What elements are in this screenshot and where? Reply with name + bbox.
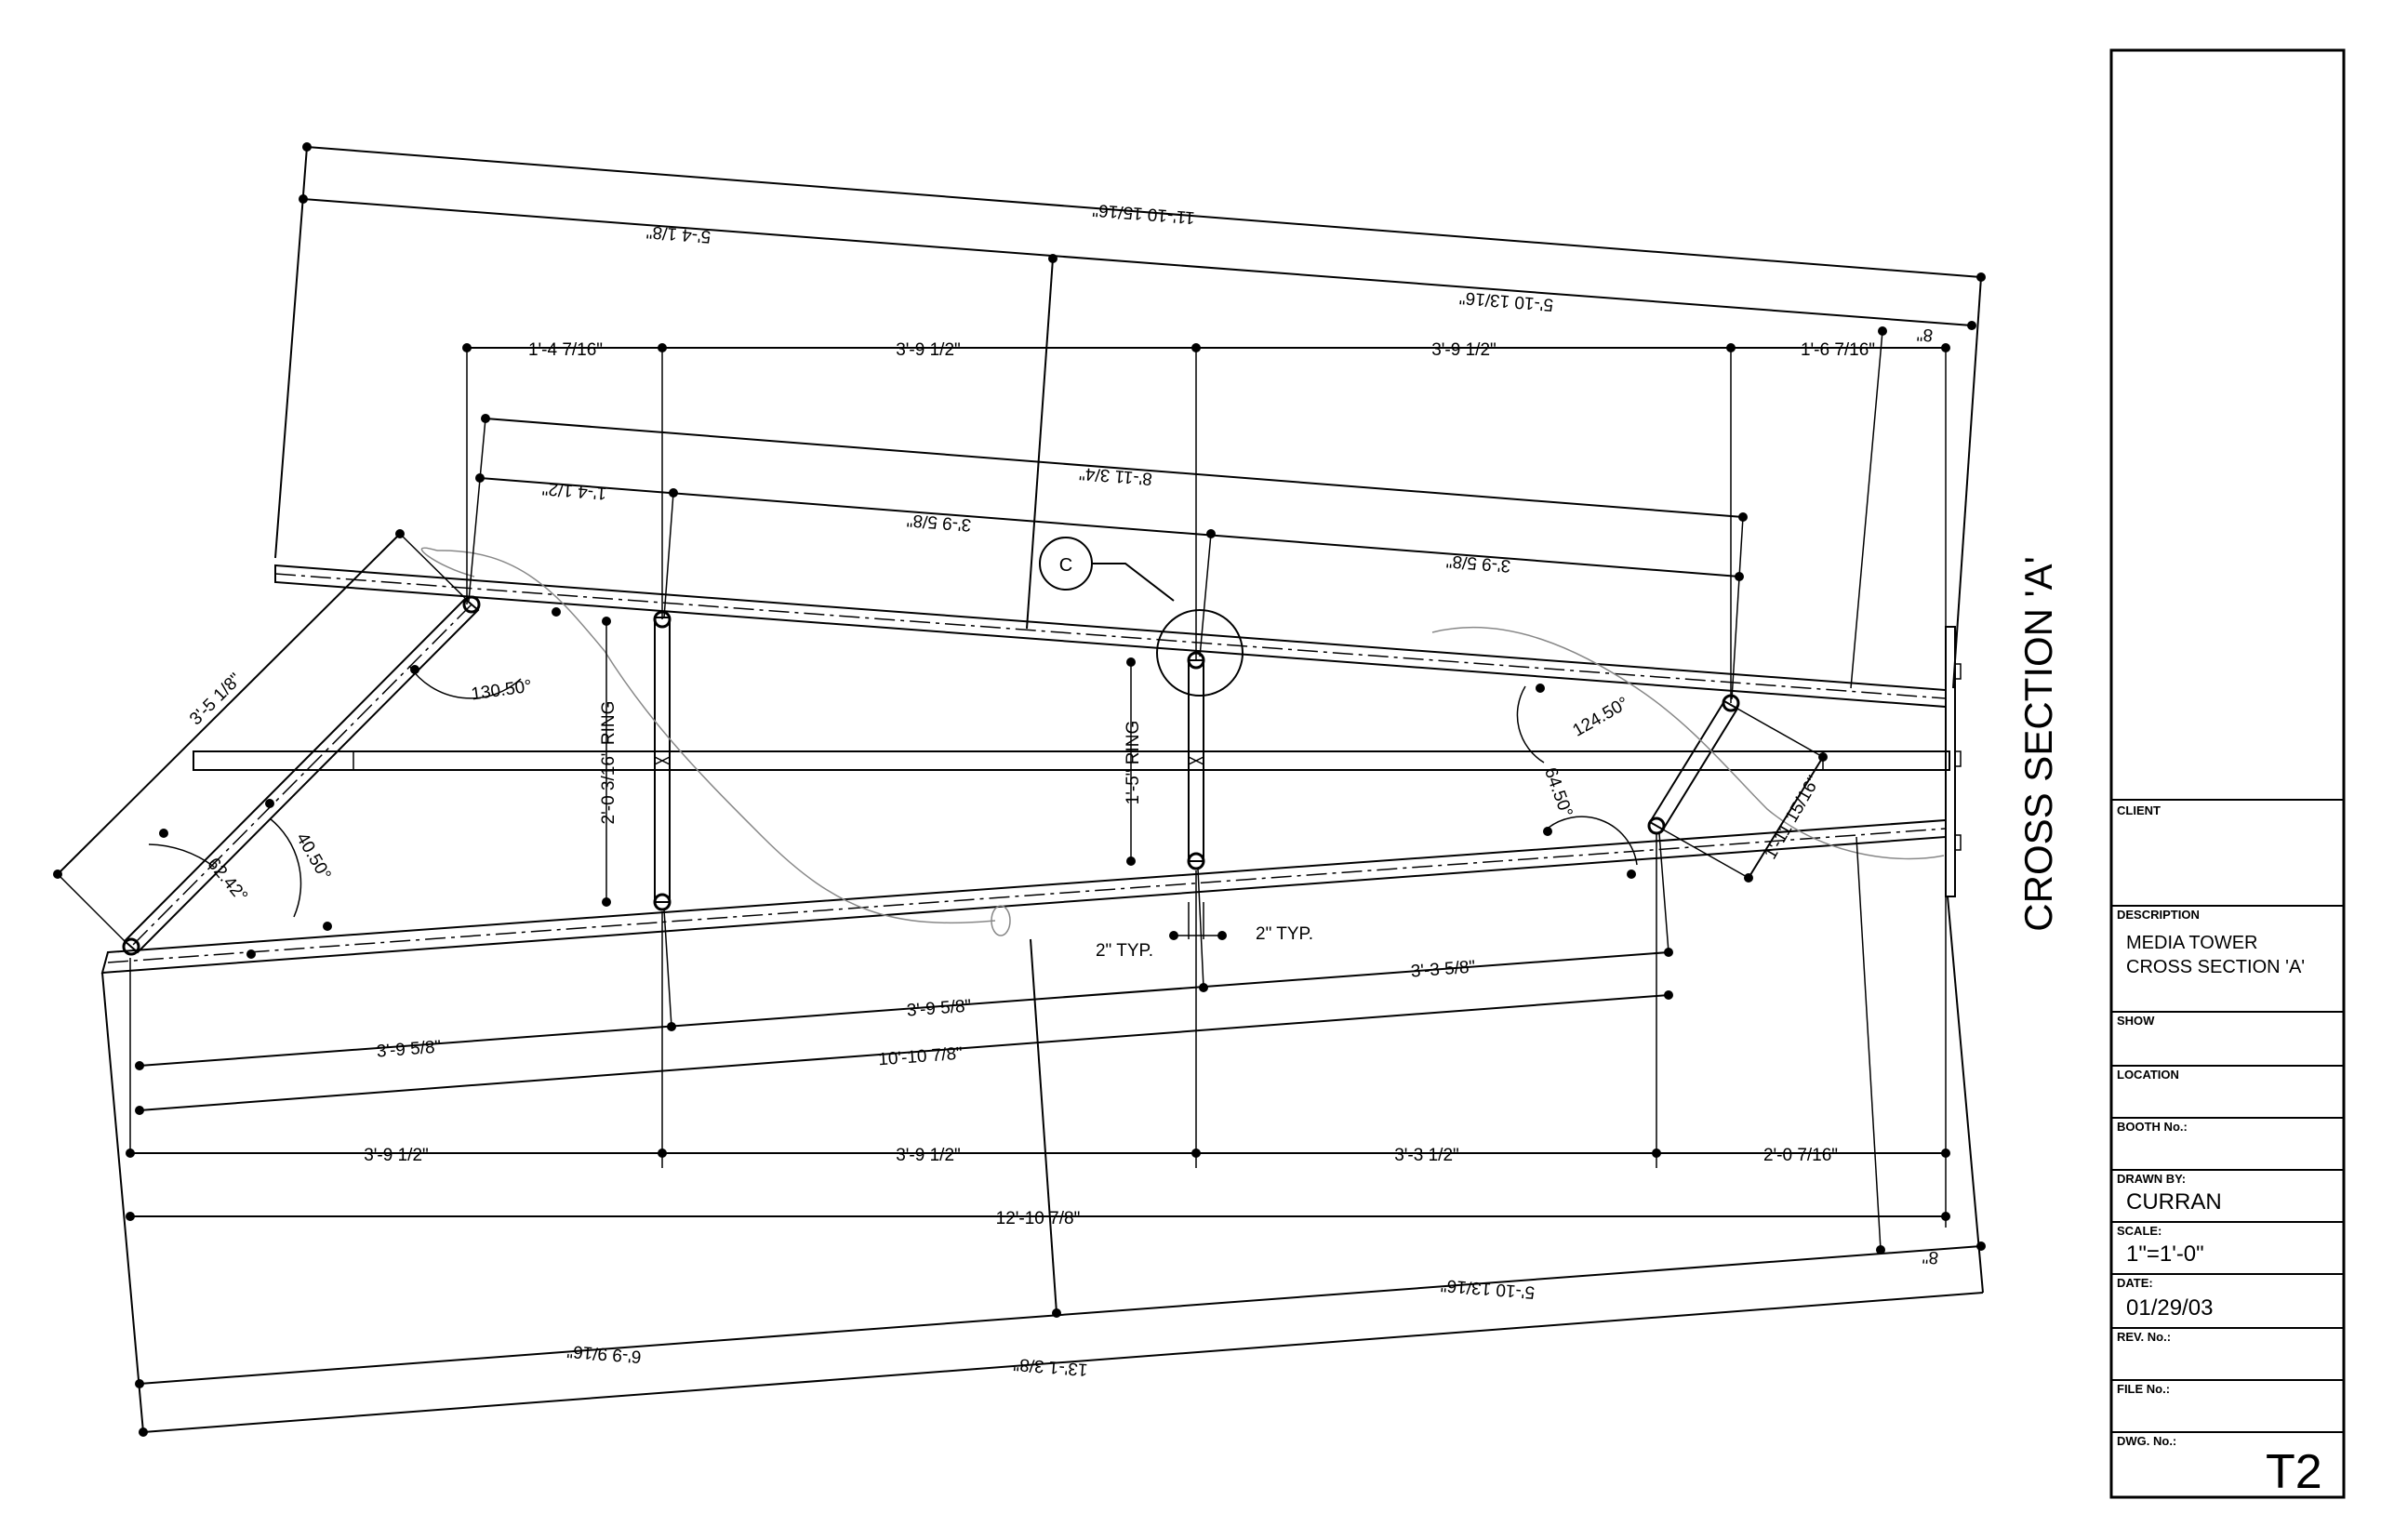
dim-lower-mid: 3'-9 5/8"	[906, 996, 972, 1020]
dim-lower-right-mid: 3'-3 5/8"	[1410, 957, 1476, 981]
dim-bottom-1: 3'-9 1/2"	[364, 1146, 429, 1165]
dimension-dots	[53, 142, 1986, 1437]
dim-lower-left: 3'-9 5/8"	[376, 1037, 442, 1061]
dim-mid-top: 8'-11 3/4"	[1079, 463, 1153, 488]
truss-structure	[100, 537, 1962, 975]
description-line2: CROSS SECTION 'A'	[2126, 957, 2305, 977]
date-value: 01/29/03	[2126, 1295, 2213, 1321]
angle-lower-left-a: 40.50°	[292, 830, 335, 883]
drawn-by-label: DRAWN BY:	[2117, 1172, 2186, 1186]
dim-top-4: 1'-6 7/16"	[1801, 340, 1875, 360]
dim-mid-center: 3'-9 5/8"	[906, 510, 972, 534]
drawn-by-value: CURRAN	[2126, 1189, 2222, 1215]
dim-overall-bottom: 12'-10 7/8"	[996, 1209, 1081, 1228]
angle-right-a: 124.50°	[1570, 694, 1632, 741]
dim-mid-left: 1'-4 1/2"	[541, 478, 607, 502]
dimension-lines	[57, 146, 1984, 1433]
ring-center-label: 1'-5" RING	[1124, 721, 1143, 805]
file-label: FILE No.:	[2117, 1382, 2170, 1396]
dim-lower-overall-mid: 10'-10 7/8"	[878, 1044, 964, 1070]
dim-top-1: 1'-4 7/16"	[528, 340, 603, 360]
scale-label: SCALE:	[2117, 1224, 2162, 1238]
dim-upper-left: 5'-4 1/8"	[645, 221, 712, 246]
client-label: CLIENT	[2117, 803, 2161, 817]
dim-top-3: 3'-9 1/2"	[1431, 340, 1496, 360]
description-line1: MEDIA TOWER	[2126, 933, 2258, 953]
rev-label: REV. No.:	[2117, 1330, 2171, 1344]
title-block: CLIENT DESCRIPTION MEDIA TOWER CROSS SEC…	[2109, 48, 2346, 1499]
dwg-label: DWG. No.:	[2117, 1434, 2176, 1448]
dim-bottom-right: 5'-10 13/16"	[1440, 1275, 1536, 1302]
date-label: DATE:	[2117, 1276, 2153, 1290]
dim-bottom-left: 6'-9 9/16"	[566, 1341, 642, 1366]
dim-bottom-small-offset: 8"	[1922, 1246, 1939, 1267]
dim-top-2: 3'-9 1/2"	[896, 340, 961, 360]
booth-label: BOOTH No.:	[2117, 1120, 2188, 1134]
dim-bottom-4: 2'-0 7/16"	[1763, 1146, 1838, 1165]
scale-value: 1"=1'-0"	[2126, 1241, 2204, 1267]
angle-top-left: 130.50°	[470, 677, 533, 705]
typ-left-label: 2" TYP.	[1096, 941, 1153, 961]
dimension-labels: 11'-10 15/16" 5'-4 1/8" 5'-10 13/16" 8" …	[186, 200, 1939, 1379]
dwg-value: T2	[2266, 1445, 2322, 1499]
dim-bottom-overall: 13'-1 3/8"	[1013, 1354, 1088, 1379]
angle-right-b: 64.50°	[1540, 765, 1576, 820]
dim-small-offset-top: 8"	[1916, 324, 1934, 344]
dim-mid-right: 3'-9 5/8"	[1445, 551, 1511, 575]
dim-overall-top: 11'-10 15/16"	[1092, 200, 1196, 228]
ring-left-label: 2'-0 3/16" RING	[599, 701, 619, 825]
description-label: DESCRIPTION	[2117, 908, 2200, 922]
show-label: SHOW	[2117, 1014, 2155, 1028]
callout-letter: C	[1059, 555, 1072, 576]
dim-bottom-3: 3'-3 1/2"	[1394, 1146, 1459, 1165]
section-title: CROSS SECTION 'A'	[2016, 556, 2060, 931]
location-label: LOCATION	[2117, 1068, 2179, 1082]
dim-upper-right: 5'-10 13/16"	[1458, 287, 1554, 314]
typ-right-label: 2" TYP.	[1256, 924, 1313, 944]
dim-diag-left: 3'-5 1/8"	[186, 670, 246, 729]
dim-right-strut: 1'-11 15/16"	[1761, 773, 1824, 863]
dim-bottom-2: 3'-9 1/2"	[896, 1146, 961, 1165]
